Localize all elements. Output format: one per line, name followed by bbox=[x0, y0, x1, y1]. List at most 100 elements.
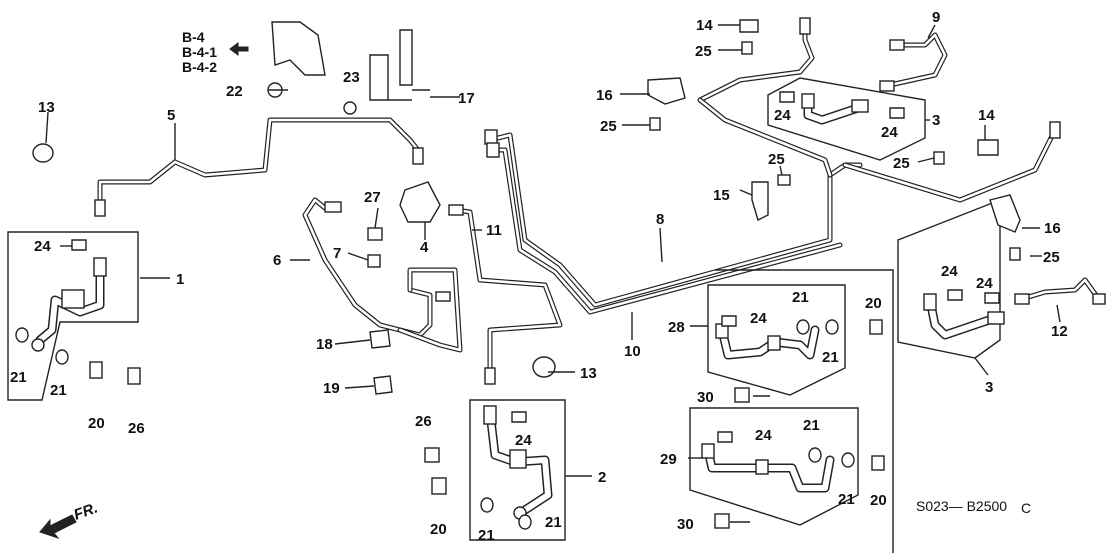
hose-bracket bbox=[61, 289, 85, 309]
pipe-fitting bbox=[799, 17, 811, 35]
callout-30-upper: 30 bbox=[697, 389, 714, 406]
bolt bbox=[869, 319, 883, 335]
sealing-washer bbox=[518, 514, 532, 530]
pipe-fitting bbox=[324, 201, 342, 213]
section-divider bbox=[715, 269, 894, 553]
pipe-fitting bbox=[484, 129, 498, 145]
hose-fitting bbox=[483, 405, 497, 425]
diagram-code: S023— B2500 bbox=[916, 498, 1007, 514]
bolt bbox=[777, 174, 791, 186]
callout-25-c: 25 bbox=[768, 151, 785, 168]
grommet bbox=[32, 143, 54, 163]
pipe-fitting bbox=[486, 142, 500, 158]
pipe-clip bbox=[739, 19, 759, 33]
pipe-clip bbox=[369, 329, 391, 349]
ref-code-b-4-2: B-4-2 bbox=[182, 59, 217, 75]
hose-clip bbox=[71, 239, 87, 251]
callout-25-b: 25 bbox=[600, 118, 617, 135]
hose-fitting bbox=[987, 311, 1005, 325]
callout-7: 7 bbox=[333, 245, 341, 262]
pipe-clip bbox=[373, 375, 393, 395]
brake-hose-assembly-29 bbox=[689, 407, 859, 526]
hose-clip bbox=[947, 289, 963, 301]
callout-6: 6 bbox=[273, 252, 281, 269]
bolt bbox=[714, 513, 730, 529]
bolt bbox=[871, 455, 885, 471]
hose-banjo bbox=[31, 338, 45, 352]
callout-5: 5 bbox=[167, 107, 175, 124]
hose-bracket bbox=[767, 335, 781, 351]
callout-24-e: 24 bbox=[750, 310, 767, 327]
pipe-fitting bbox=[448, 204, 464, 216]
callout-8: 8 bbox=[656, 211, 664, 228]
hose-bracket bbox=[755, 459, 769, 475]
callout-21-e: 21 bbox=[792, 289, 809, 306]
brake-pipe-11 bbox=[448, 204, 563, 385]
flare-nut bbox=[367, 254, 381, 268]
bolt bbox=[89, 361, 103, 379]
callout-19: 19 bbox=[323, 380, 340, 397]
callout-20-center: 20 bbox=[430, 521, 447, 538]
hose-clip bbox=[984, 292, 1000, 304]
callout-24-f: 24 bbox=[755, 427, 772, 444]
callout-13-left: 13 bbox=[38, 99, 55, 116]
bolt bbox=[1009, 247, 1021, 261]
grommet bbox=[343, 101, 357, 115]
ref-code-b-4-1: B-4-1 bbox=[182, 44, 217, 60]
sealing-washer bbox=[55, 349, 69, 365]
sealing-washer bbox=[825, 319, 839, 335]
callout-21-a: 21 bbox=[10, 369, 27, 386]
brake-pipe-8 bbox=[484, 129, 863, 315]
brake-hose-assembly-3-rear-right bbox=[897, 198, 1005, 359]
front-direction-indicator: FR. bbox=[39, 500, 100, 540]
grommet bbox=[532, 356, 556, 378]
callout-13-center: 13 bbox=[580, 365, 597, 382]
callout-15: 15 bbox=[713, 187, 730, 204]
ref-arrow-icon bbox=[229, 42, 249, 56]
brake-hose-assembly-2 bbox=[469, 399, 566, 541]
pipe-fitting bbox=[1014, 293, 1030, 305]
hose-fitting bbox=[851, 99, 869, 113]
sealing-washer bbox=[808, 447, 822, 463]
callout-29: 29 bbox=[660, 451, 677, 468]
callout-3-lower: 3 bbox=[985, 379, 993, 396]
bolt bbox=[367, 227, 383, 241]
callout-30-lower: 30 bbox=[677, 516, 694, 533]
hose-bracket bbox=[509, 449, 527, 469]
callout-18: 18 bbox=[316, 336, 333, 353]
pipe-clip bbox=[369, 54, 389, 101]
sealing-washer bbox=[796, 319, 810, 335]
bolt bbox=[649, 117, 661, 131]
hose-fitting bbox=[801, 93, 815, 109]
callout-20-right-lower: 20 bbox=[870, 492, 887, 509]
callout-24-d: 24 bbox=[881, 124, 898, 141]
pipe-clip bbox=[977, 139, 999, 156]
callout-28: 28 bbox=[668, 319, 685, 336]
bracket bbox=[989, 194, 1021, 233]
pipe-fitting bbox=[1092, 293, 1106, 305]
callout-26-center: 26 bbox=[415, 413, 432, 430]
bracket bbox=[271, 21, 326, 76]
callout-25-d: 25 bbox=[893, 155, 910, 172]
callout-27: 27 bbox=[364, 189, 381, 206]
hose-clip bbox=[717, 431, 733, 443]
hose-fitting bbox=[701, 443, 715, 459]
callout-24-g: 24 bbox=[941, 263, 958, 280]
callout-2: 2 bbox=[598, 469, 606, 486]
brake-pipe-9 bbox=[879, 32, 948, 92]
pipe-fitting bbox=[889, 39, 905, 51]
callout-3-upper: 3 bbox=[932, 112, 940, 129]
callout-26-left: 26 bbox=[128, 420, 145, 437]
callout-9: 9 bbox=[932, 9, 940, 26]
brake-hose-assembly-3-upper bbox=[767, 77, 926, 161]
callout-20-right-upper: 20 bbox=[865, 295, 882, 312]
bracket bbox=[647, 77, 686, 105]
brake-pipe-10 bbox=[697, 17, 1061, 203]
callout-24-a: 24 bbox=[34, 238, 51, 255]
brake-pipe-6 bbox=[302, 197, 463, 353]
bracket bbox=[751, 181, 769, 221]
front-arrow-icon bbox=[39, 514, 77, 540]
bolt bbox=[127, 367, 141, 385]
callout-21-c: 21 bbox=[478, 527, 495, 544]
